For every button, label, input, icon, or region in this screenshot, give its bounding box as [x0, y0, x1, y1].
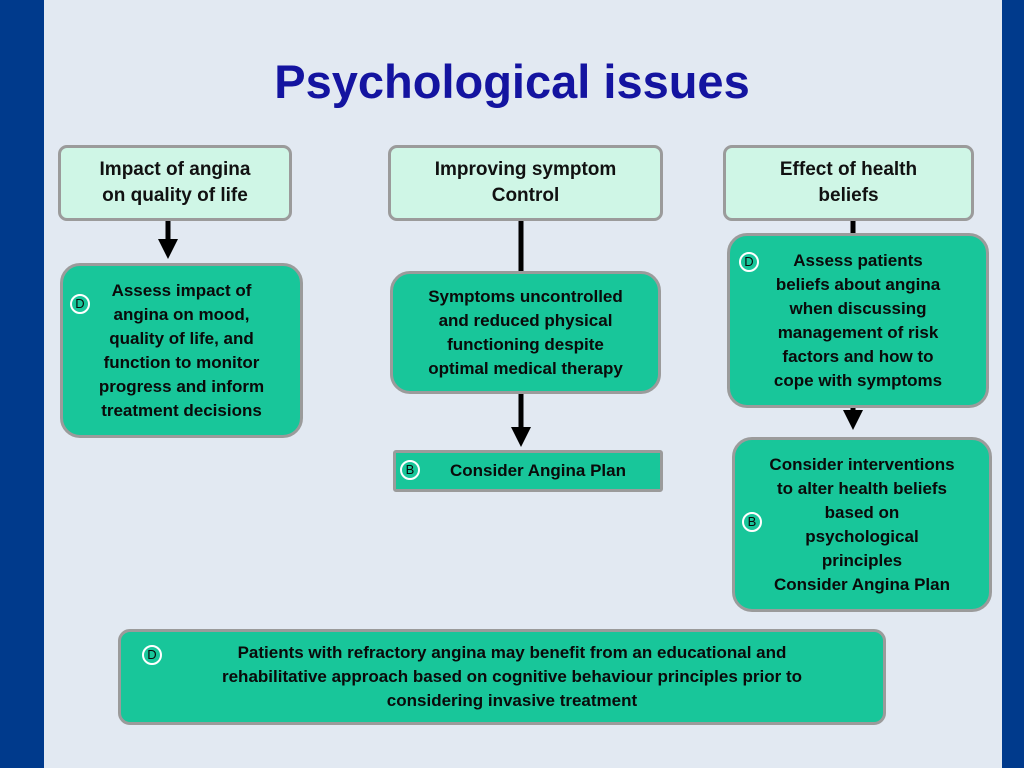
box-consider-angina-plan: Consider Angina Plan — [393, 450, 663, 492]
evidence-badge-b: B — [742, 512, 762, 532]
box-consider-angina-plan-label: Consider Angina Plan — [449, 461, 626, 480]
header-impact-of-angina: Impact of angina on quality of life — [58, 145, 292, 221]
box-symptoms-uncontrolled: Symptoms uncontrolled and reduced physic… — [390, 271, 661, 394]
header-improving-symptom-control: Improving symptom Control — [388, 145, 663, 221]
evidence-badge-d: D — [70, 294, 90, 314]
box-assess-beliefs: Assess patients beliefs about angina whe… — [727, 233, 989, 408]
page-title: Psychological issues — [274, 55, 750, 108]
box-assess-beliefs-label: Assess patients beliefs about angina whe… — [773, 250, 943, 390]
header-improving-symptom-control-label: Improving symptom Control — [434, 159, 617, 206]
evidence-badge-d: D — [739, 252, 759, 272]
evidence-badge-d: D — [142, 645, 162, 665]
box-refractory-angina: Patients with refractory angina may bene… — [118, 629, 886, 725]
header-effect-of-health-beliefs: Effect of health beliefs — [723, 145, 974, 221]
header-effect-of-health-beliefs-label: Effect of health beliefs — [779, 159, 918, 206]
box-symptoms-uncontrolled-label: Symptoms uncontrolled and reduced physic… — [428, 286, 623, 378]
box-refractory-angina-label: Patients with refractory angina may bene… — [221, 643, 802, 710]
box-assess-impact-label: Assess impact of angina on mood, quality… — [98, 280, 265, 420]
box-consider-interventions-label: Consider interventions to alter health b… — [769, 454, 955, 594]
box-consider-interventions: Consider interventions to alter health b… — [732, 437, 992, 612]
evidence-badge-b: B — [400, 460, 420, 480]
header-impact-of-angina-label: Impact of angina on quality of life — [99, 159, 251, 206]
box-assess-impact: Assess impact of angina on mood, quality… — [60, 263, 303, 438]
